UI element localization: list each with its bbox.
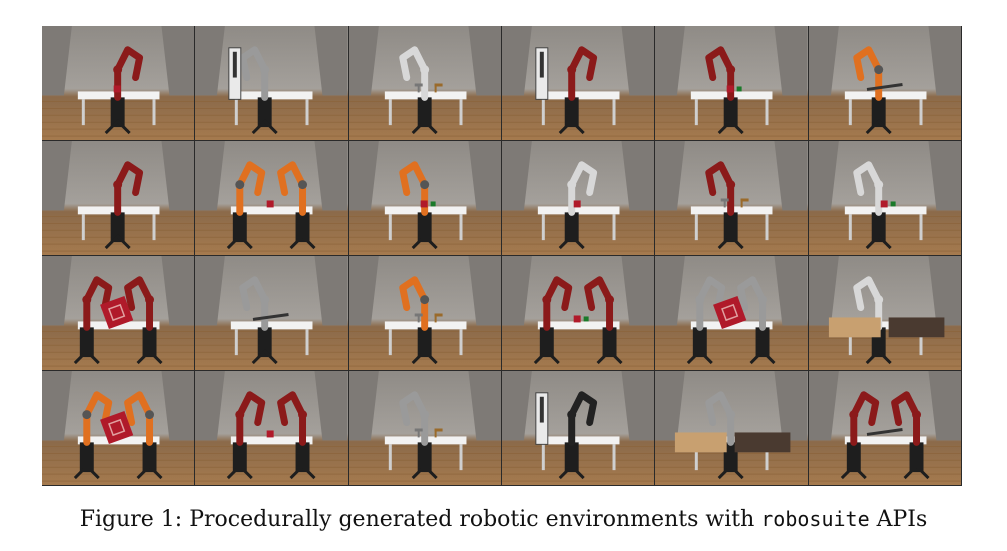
robot-arm [239,46,269,101]
table-top [844,321,927,330]
robot-arm [852,46,882,101]
table-top [844,206,927,215]
env-panel-r4c5 [655,371,809,486]
table-top [537,206,620,215]
robot-arm [83,391,113,446]
robot-arm [705,161,735,216]
env-panel-r3c1 [42,256,196,371]
robot-arm [705,391,735,446]
robot-arm [849,391,879,446]
env-panel-r1c3 [348,26,502,141]
robot-arm [236,161,266,216]
env-panel-r2c3 [348,141,502,256]
env-panel-r1c1 [42,26,196,141]
env-panel-r2c2 [195,141,349,256]
table-top [231,91,313,100]
env-panel-r2c6 [808,141,962,256]
caption-code: robosuite [761,507,870,531]
robot-arm [83,276,113,331]
robot-arm [236,391,266,446]
robot-arm [277,391,307,446]
env-panel-r3c5 [655,256,809,371]
robot-arm [543,276,573,331]
env-panel-r4c1 [42,371,196,486]
robot-arm [568,391,598,446]
table-top [537,91,620,100]
env-panel-r4c6 [808,371,962,486]
robot-arm [568,46,598,101]
env-panel-r4c3 [348,371,502,486]
table-top [231,436,313,445]
robot-arm [737,276,767,331]
env-panel-r2c4 [501,141,656,256]
robot-environments-figure [42,26,962,486]
robot-arm [277,161,307,216]
table-top [231,321,313,330]
env-panel-r3c4 [501,256,656,371]
env-panel-r4c2 [195,371,349,486]
robot-arm [696,276,726,331]
env-panel-r2c5 [655,141,809,256]
table-top [844,436,927,445]
env-panel-r3c6 [808,256,962,371]
robot-arm [124,391,154,446]
env-panel-r1c6 [808,26,962,141]
robot-arm [852,276,882,331]
robot-arm [705,46,735,101]
caption-suffix: APIs [869,507,928,532]
robot-arm [398,161,428,216]
table-top [231,206,313,215]
robot-arm [398,391,428,446]
robot-arm [398,46,428,101]
env-panel-r1c4 [501,26,656,141]
robot-arm [568,161,598,216]
robot-arm [398,276,428,331]
env-panel-r3c3 [348,256,502,371]
caption-prefix: Figure 1: Procedurally generated robotic… [79,507,762,532]
robot-arm [852,161,882,216]
robot-arm [124,276,154,331]
env-panel-r1c5 [655,26,809,141]
env-panel-r3c2 [195,256,349,371]
figure-caption: Figure 1: Procedurally generated robotic… [0,507,1007,532]
env-panel-r1c2 [195,26,349,141]
table-top [537,436,620,445]
robot-arm [239,276,269,331]
robot-arm [584,276,614,331]
robot-arm [114,161,144,216]
robot-arm [114,46,144,101]
table-top [844,91,927,100]
table-top [537,321,620,330]
robot-arm [890,391,920,446]
env-panel-r4c4 [501,371,656,486]
env-panel-r2c1 [42,141,196,256]
